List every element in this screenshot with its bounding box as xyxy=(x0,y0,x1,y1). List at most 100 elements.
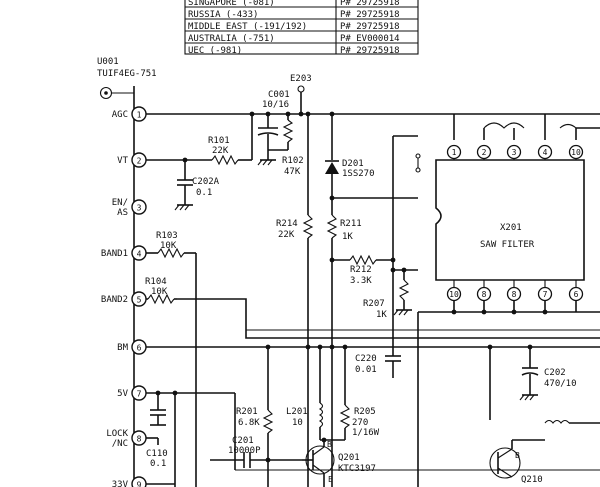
r214-ref: R214 xyxy=(276,219,298,229)
r212-value: 3.3K xyxy=(350,276,372,286)
tuner-pin-label: LOCK/NC xyxy=(106,429,128,449)
c220-value: 0.01 xyxy=(355,365,377,375)
r103-ref: R103 xyxy=(156,231,178,241)
region-part-table: SINGAPORE (-081) P# 29725918 RUSSIA (-43… xyxy=(184,0,419,56)
q201-ref: Q201 xyxy=(338,453,360,463)
c110-ref: C110 xyxy=(146,449,168,459)
c001-ref: C001 xyxy=(268,90,290,100)
r104-value: 10K xyxy=(151,287,168,297)
tuner-pin-number: 6 xyxy=(137,344,142,353)
table-row: UEC (-981) xyxy=(188,46,242,56)
saw-pin-bottom-icon xyxy=(568,286,584,302)
tuner-pin-label: BM xyxy=(117,343,128,353)
table-row: AUSTRALIA (-751) xyxy=(188,34,275,44)
test-point-label: E203 xyxy=(290,74,312,84)
q210-ref: Q210 xyxy=(521,475,543,485)
r102-ref: R102 xyxy=(282,156,304,166)
c201-ref: C201 xyxy=(232,436,254,446)
saw-filter-ref: X201 xyxy=(500,223,522,233)
saw-pin-bottom-icon xyxy=(537,286,553,302)
l201-ref: L201 xyxy=(286,407,308,417)
component-labels: E203 C001 10/16 R101 22K R102 47K D201 1… xyxy=(145,74,577,485)
c202a-ref: C202A xyxy=(192,177,220,187)
c201-value: 10000P xyxy=(228,446,261,456)
q201-value: KTC3197 xyxy=(338,464,376,474)
r212-ref: R212 xyxy=(350,265,372,275)
q201-pin-b: B xyxy=(327,440,332,449)
saw-pin-top-label: 2 xyxy=(482,148,487,157)
l201-value: 10 xyxy=(292,418,303,428)
tuner-pin-3-icon xyxy=(131,199,147,215)
r101-value: 22K xyxy=(212,146,229,156)
table-row: SINGAPORE (-081) xyxy=(188,0,275,8)
tuner-pin-number: 2 xyxy=(137,157,142,166)
r207-ref: R207 xyxy=(363,299,385,309)
table-row: P# 29725918 xyxy=(340,46,400,56)
tuner-pin-number: 7 xyxy=(137,390,142,399)
saw-pin-bottom-label: 8 xyxy=(512,290,517,299)
r211-ref: R211 xyxy=(340,219,362,229)
saw-pin-top-icon xyxy=(446,144,462,160)
c202-value: 470/10 xyxy=(544,379,577,389)
table-row: P# 29725918 xyxy=(340,0,400,8)
r201-value: 6.8K xyxy=(238,418,260,428)
tuner-pin-label: BAND1 xyxy=(101,249,128,259)
saw-pin-bottom-icon xyxy=(506,286,522,302)
c110-value: 0.1 xyxy=(150,459,166,469)
r101-ref: R101 xyxy=(208,136,230,146)
transistor-q210-icon xyxy=(489,447,521,479)
c001-value: 10/16 xyxy=(262,100,289,110)
table-row: P# EV000014 xyxy=(340,34,400,44)
saw-pin-bottom-icon xyxy=(476,286,492,302)
table-row: MIDDLE EAST (-191/192) xyxy=(188,22,307,32)
r103-value: 10K xyxy=(160,241,177,251)
saw-pin-bottom-label: 10 xyxy=(449,290,459,299)
saw-pin-bottom-icon xyxy=(446,286,462,302)
c202a-value: 0.1 xyxy=(196,188,212,198)
tuner-pin-number: 5 xyxy=(137,296,142,305)
saw-filter-label: SAW FILTER xyxy=(480,240,535,250)
saw-pin-bottom-label: 6 xyxy=(574,290,579,299)
c220-ref: C220 xyxy=(355,354,377,364)
tuner-pins: 1AGC2VT3EN/AS4BAND15BAND26BM75V8LOCK/NC9… xyxy=(101,106,147,487)
tuner-model: TUIF4EG-751 xyxy=(97,69,157,79)
saw-filter-body xyxy=(435,159,585,281)
tuner-pin-label: EN/AS xyxy=(112,198,128,218)
saw-pin-top-icon xyxy=(476,144,492,160)
tuner-pin-label: 33V xyxy=(112,480,129,487)
tuner-pin-number: 4 xyxy=(137,250,142,259)
r207-value: 1K xyxy=(376,310,387,320)
tuner-pin-label: 5V xyxy=(117,389,128,399)
table-row: P# 29725918 xyxy=(340,22,400,32)
saw-pin-top-label: 1 xyxy=(452,148,457,157)
tuner-ref: U001 xyxy=(97,57,119,67)
tuner-u001: U001 TUIF4EG-751 xyxy=(97,57,157,487)
saw-pin-top-icon xyxy=(568,144,584,160)
tuner-pin-number: 1 xyxy=(137,111,142,120)
saw-pin-top-label: 3 xyxy=(512,148,517,157)
r104-ref: R104 xyxy=(145,277,167,287)
r205-ref: R205 xyxy=(354,407,376,417)
q201-pin-e: E xyxy=(328,475,333,484)
junction-dots xyxy=(155,111,548,463)
wires xyxy=(146,85,600,487)
q210-pin-b: B xyxy=(515,451,520,460)
test-point-icon xyxy=(297,85,305,93)
tuner-pin-number: 8 xyxy=(137,435,142,444)
saw-pin-top-label: 10 xyxy=(571,148,581,157)
tuner-pin-label: VT xyxy=(117,156,128,166)
r211-value: 1K xyxy=(342,232,353,242)
table-row: P# 29725918 xyxy=(340,10,400,20)
saw-pin-top-label: 4 xyxy=(543,148,548,157)
d201-value: 1SS270 xyxy=(342,169,375,179)
tuner-pin-label: BAND2 xyxy=(101,295,128,305)
saw-pin-bottom-label: 7 xyxy=(543,290,548,299)
saw-filter-x201: X201 SAW FILTER xyxy=(435,146,585,288)
r201-ref: R201 xyxy=(236,407,258,417)
d201-ref: D201 xyxy=(342,159,364,169)
r214-value: 22K xyxy=(278,230,295,240)
tuner-pin-number: 9 xyxy=(137,481,142,487)
